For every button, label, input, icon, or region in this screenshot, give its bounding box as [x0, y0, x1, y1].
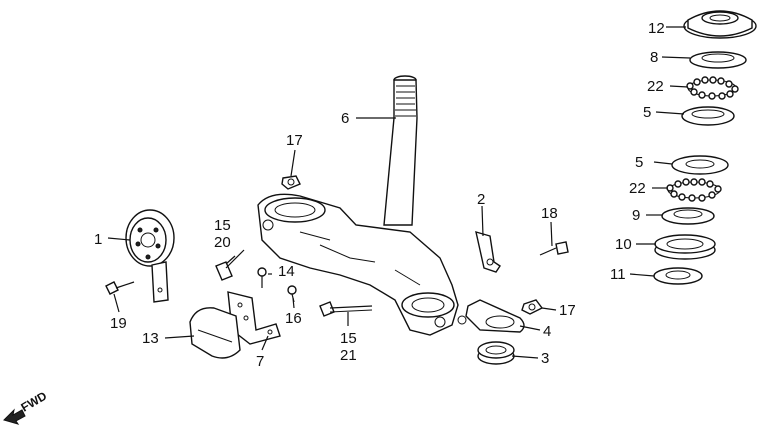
horn [125, 209, 175, 303]
steel-balls-22-mid [666, 178, 722, 202]
bolt-15-21 [319, 301, 373, 317]
rubber-cover [189, 307, 241, 359]
clamp-4 [465, 299, 525, 333]
bolt-14 [257, 267, 267, 288]
callout-3: 3 [541, 350, 549, 367]
dust-seal-10 [654, 234, 716, 260]
ball-race-5-mid [671, 155, 729, 175]
callout-12: 12 [648, 20, 665, 37]
callout-7: 7 [256, 353, 264, 370]
callout-17-upper: 17 [286, 132, 303, 149]
callout-21: 21 [340, 347, 357, 364]
bolt-15-20 [215, 249, 245, 281]
callout-22-top: 22 [647, 78, 664, 95]
ball-race-5-top [681, 106, 735, 126]
bolt-18 [539, 241, 569, 256]
callout-11: 11 [610, 266, 626, 283]
bolt-19 [105, 281, 135, 295]
callout-15-lower: 15 [340, 330, 357, 347]
callout-4: 4 [543, 323, 551, 340]
callout-22-mid: 22 [629, 180, 646, 197]
callout-10: 10 [615, 236, 632, 253]
bottom-cone-race-9 [661, 207, 715, 225]
callout-8: 8 [650, 49, 658, 66]
nut-17-right [521, 299, 544, 315]
top-cone-race-8 [689, 51, 747, 69]
callout-13: 13 [142, 330, 159, 347]
callout-5-top: 5 [643, 104, 651, 121]
callout-18: 18 [541, 205, 558, 222]
screw-16 [287, 285, 297, 303]
cable-guide-2 [475, 231, 501, 273]
dust-seal-3 [477, 341, 515, 365]
fwd-arrow: FWD [3, 389, 50, 425]
callout-15-upper: 15 [214, 217, 231, 234]
steering-stem [354, 75, 418, 251]
callout-9: 9 [632, 207, 640, 224]
callout-19: 19 [110, 315, 127, 332]
leader-lines [107, 26, 691, 359]
callout-17-right: 17 [559, 302, 576, 319]
dust-seal-washer-11 [653, 267, 703, 285]
callout-14: 14 [278, 263, 295, 280]
nut-17-upper [281, 175, 301, 190]
steering-under-bracket [257, 193, 467, 336]
callout-20: 20 [214, 234, 231, 251]
adjusting-nut-12 [683, 10, 757, 39]
callout-6: 6 [341, 110, 349, 127]
steel-balls-22-top [686, 76, 739, 100]
callout-2: 2 [477, 191, 485, 208]
fwd-label: FWD [19, 389, 50, 415]
callout-1: 1 [94, 231, 102, 248]
callout-16: 16 [285, 310, 302, 327]
callout-labels: 1 2 3 4 5 5 6 7 8 9 10 11 12 13 14 15 20… [94, 20, 665, 370]
callout-5-mid: 5 [635, 154, 643, 171]
